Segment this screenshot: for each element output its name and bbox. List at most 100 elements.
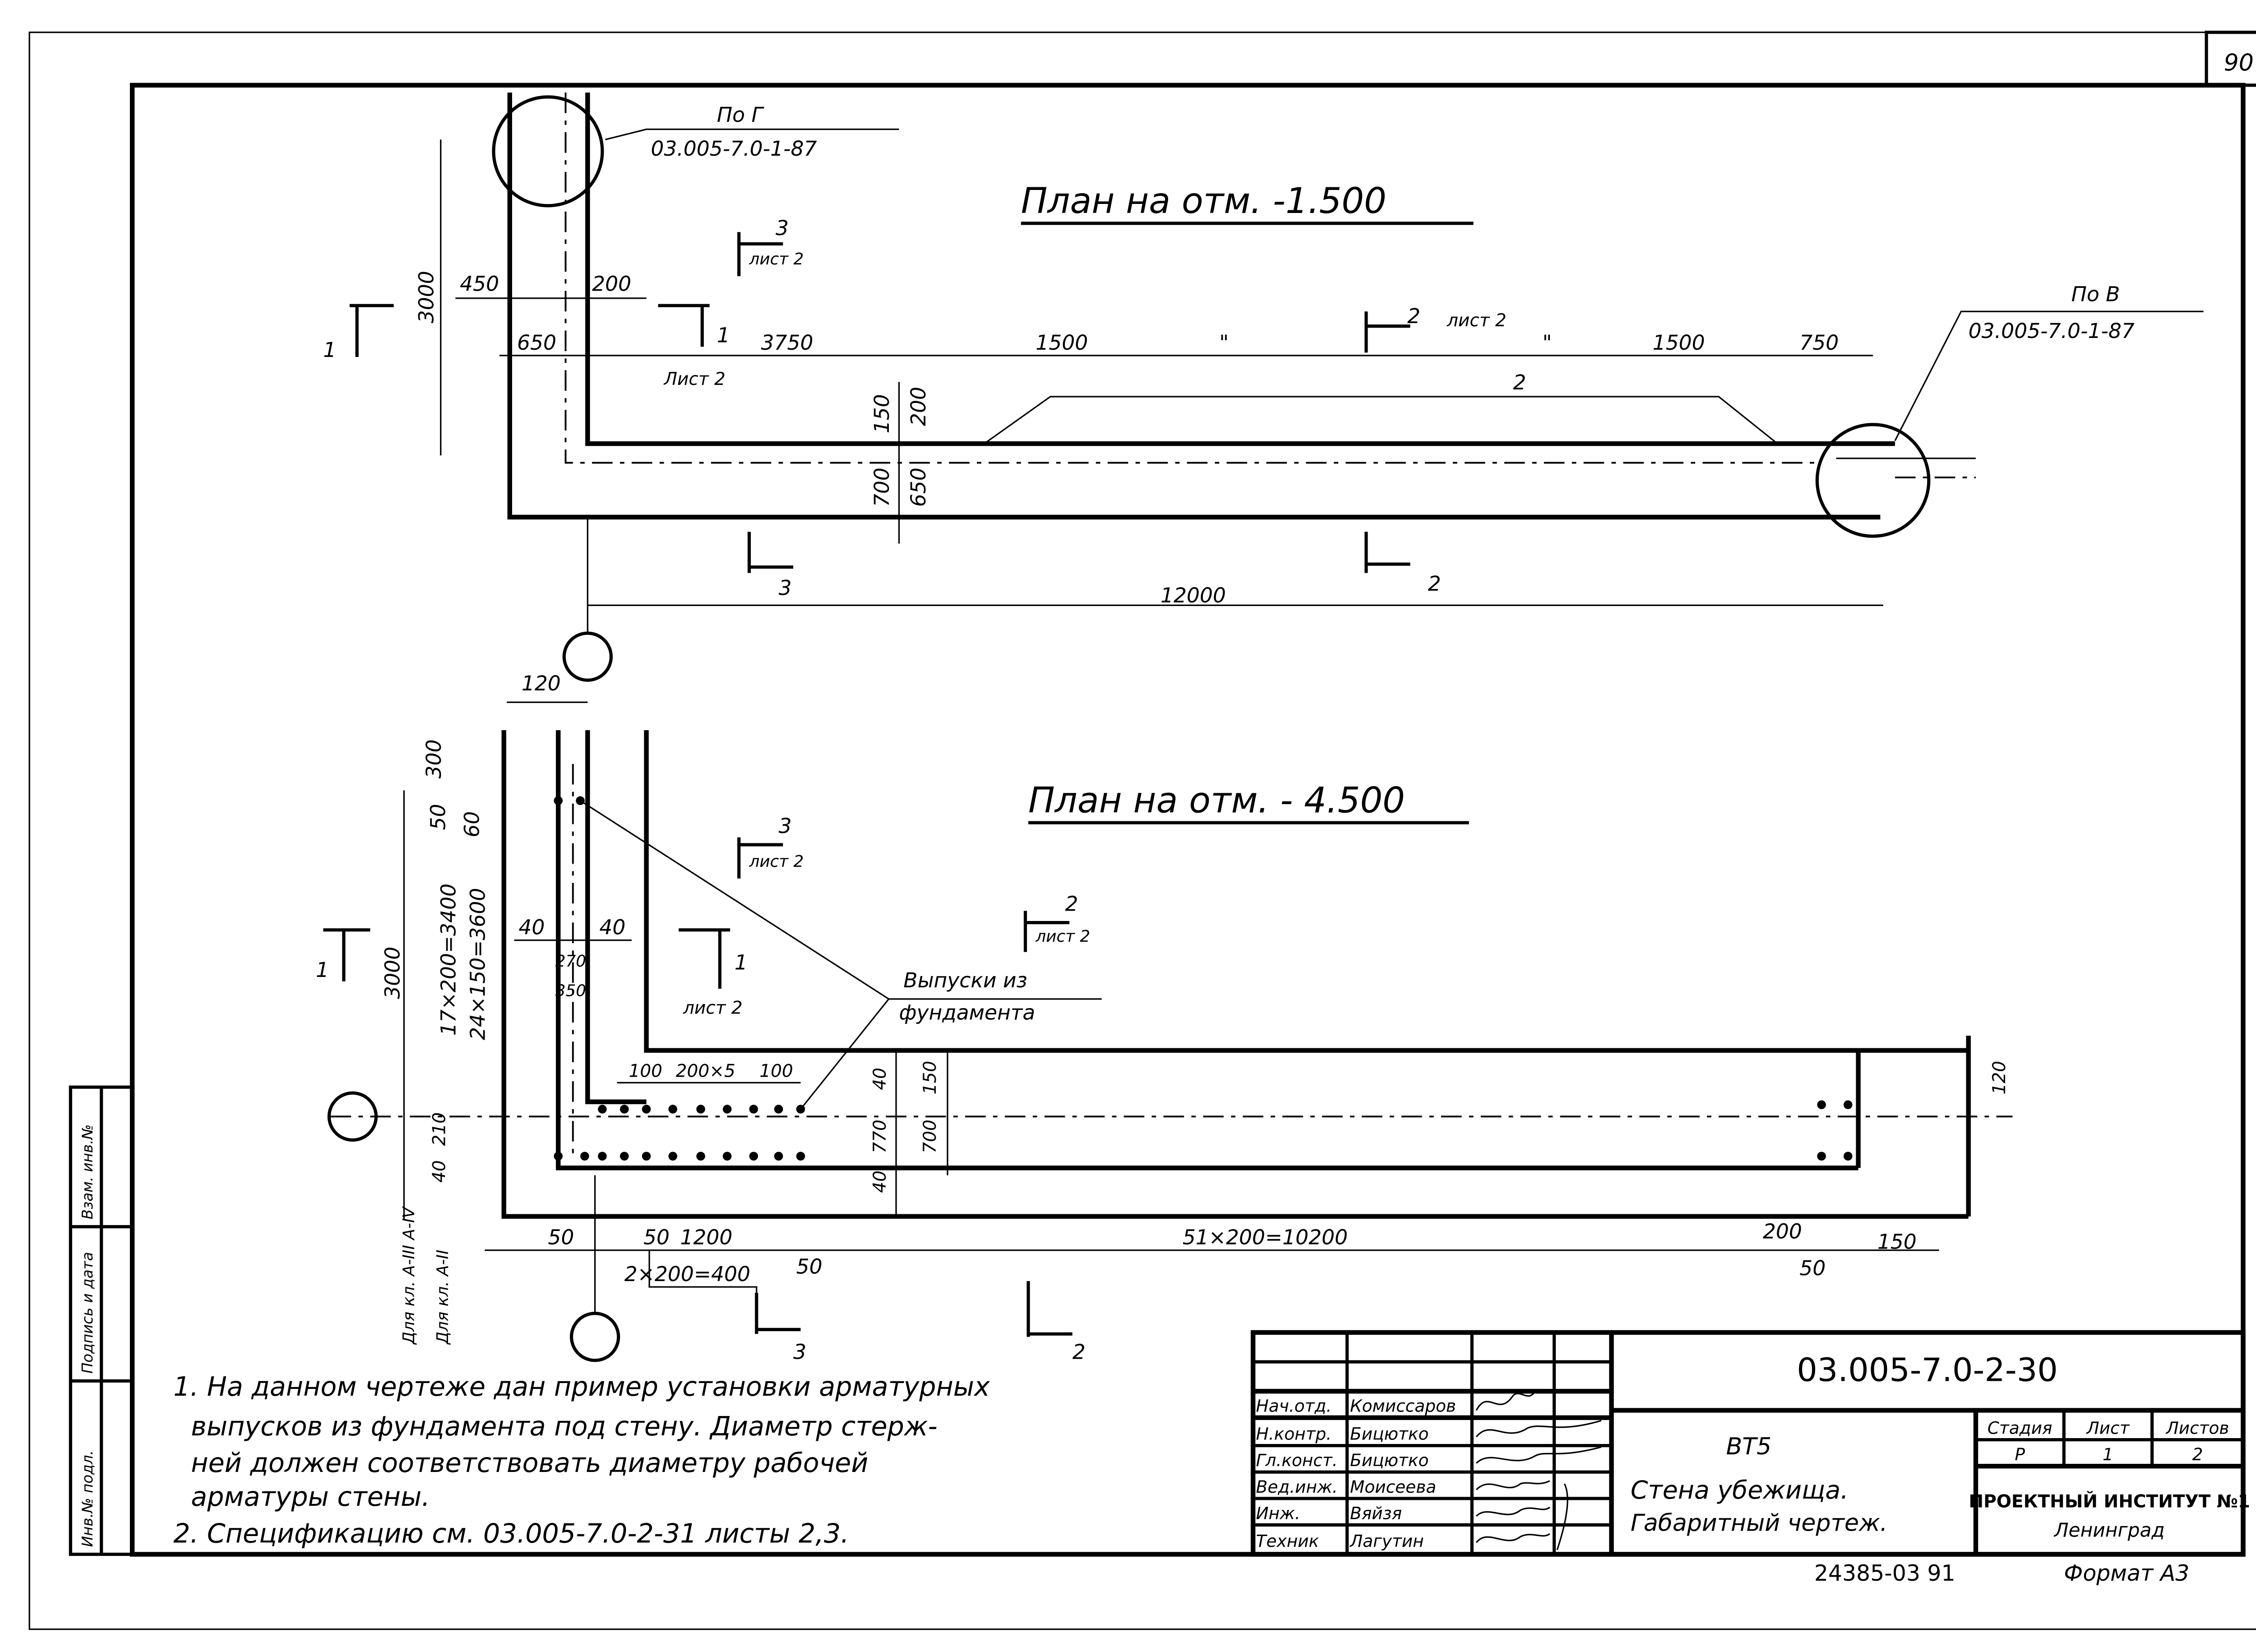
dim: 450 [460,272,499,296]
section-mark: 1 [735,951,748,975]
dim: 120 [522,671,561,695]
class-label: Для кл. А-II [434,1249,452,1345]
stage-label: Стадия [1988,1418,2053,1438]
general-notes: 1. На данном чертеже дан пример установк… [173,1371,990,1549]
dim: 50 [426,804,450,830]
dim: 1200 [680,1226,732,1249]
dim: 700 [920,1120,940,1153]
dim: 60 [460,811,484,838]
dim: 3750 [761,331,814,355]
dim: 700 [870,467,894,507]
dim: 12000 [1160,583,1226,607]
dim: 40 [430,1160,450,1183]
section-mark: 2 [1065,892,1078,916]
detail-circle-v [1815,423,1931,538]
dim: 200 [1763,1220,1802,1244]
dim: 100 [629,1061,663,1081]
dim: 50 [548,1226,574,1249]
section-sheet: лист 2 [1447,310,1507,331]
plan-upper: План на отм. -1.500 По Г 03.005-7.0-1-87… [323,93,2204,682]
stamp-replace-label: Взам. инв.№ [79,1124,96,1220]
axis-line [564,93,1822,464]
dim: 300 [422,740,446,779]
signatures [1475,1391,1602,1550]
section-mark: 3 [779,814,792,838]
dim: 100 [759,1061,793,1081]
dim: 210 [430,1112,450,1146]
signer-role: Техник [1256,1531,1319,1551]
sheet-number: 90 [2224,49,2254,76]
dim: 120 [1989,1061,2010,1095]
signer-name: Бицютко [1350,1424,1428,1444]
dim: 1500 [1036,331,1088,355]
dim: 40 [599,916,625,939]
wall-outline-outer [507,93,1881,520]
section-mark: 2 [1073,1340,1086,1364]
sheets-label: Листов [2165,1418,2229,1438]
drawing-name: Габаритный чертеж. [1631,1509,1887,1536]
dim: 150 [870,394,894,433]
signer-name: Вяйзя [1350,1503,1402,1523]
section-mark: 2 [1428,572,1441,596]
axis-marker [327,1091,378,1142]
series-label: ВТ5 [1726,1433,1771,1460]
sheet-number-box [2205,31,2256,87]
plan-lower: План на отм. - 4.500 Выпуски из фундамен… [316,671,2013,1364]
sheet-label: Лист [2086,1418,2130,1438]
signer-role: Инж. [1256,1503,1300,1523]
dim: 50 [1799,1256,1826,1280]
sheets-value: 2 [2192,1444,2203,1464]
section-sheet: лист 2 [1035,927,1090,946]
signer-name: Бицютко [1350,1450,1428,1470]
signer-role: Вед.инж. [1256,1477,1338,1497]
signer-name: Лагутин [1349,1531,1424,1551]
dim: 650 [517,331,556,355]
dim: 200 [906,387,930,426]
ref-right-label: По В [2071,282,2120,306]
dim: 650 [906,467,930,507]
dim: 50 [643,1226,670,1249]
axis-marker [569,1311,620,1362]
dim: 350 [555,981,586,1000]
dim: 40 [870,1068,890,1090]
dim: 24×150=3600 [466,888,490,1040]
section-sheet: Лист 2 [663,369,726,389]
dim: " [1543,331,1552,355]
section-mark: 1 [717,324,730,347]
dim: 770 [870,1120,890,1153]
class-label: Для кл. А-III А-IV [400,1206,418,1345]
margin-stamp: Инв.№ подл. Подпись и дата Взам. инв.№ [69,1085,134,1556]
signer-role: Нач.отд. [1256,1396,1332,1416]
note-line: 2. Спецификацию см. 03.005-7.0-2-31 лист… [173,1518,849,1549]
section-mark: 1 [316,958,329,982]
dim: 40 [870,1171,890,1193]
drawing-name: Стена убежища. [1631,1476,1849,1505]
dim: " [1219,331,1229,355]
dim: 17×200=3400 [436,884,460,1036]
dim: 750 [1799,331,1839,355]
dim: 2×200=400 [624,1262,750,1286]
stamp-inv-label: Инв.№ подл. [79,1450,96,1547]
section-sheet: лист 2 [749,852,804,871]
drawing-frame [129,83,2246,1557]
ref-left-label: По Г [717,103,765,127]
section-mark: 3 [776,216,789,240]
dim: 270 [555,952,586,971]
section-mark: 3 [779,576,792,600]
rebar-outlets [554,796,1853,1161]
callout-label: Выпуски из [903,968,1027,992]
stage-value: Р [2015,1444,2025,1464]
detail-circle-g [492,95,604,208]
dim: 2 [1513,370,1526,394]
dim: 1500 [1653,331,1705,355]
stamp-signature-label: Подпись и дата [79,1252,96,1374]
signer-name: Комиссаров [1350,1396,1456,1416]
axis-marker [562,631,613,682]
dim: 150 [920,1061,940,1095]
ref-left-code: 03.005-7.0-1-87 [651,137,817,161]
section-mark: 3 [793,1340,806,1364]
ref-right-code: 03.005-7.0-1-87 [1969,319,2135,343]
signer-name: Моисеева [1350,1477,1436,1497]
